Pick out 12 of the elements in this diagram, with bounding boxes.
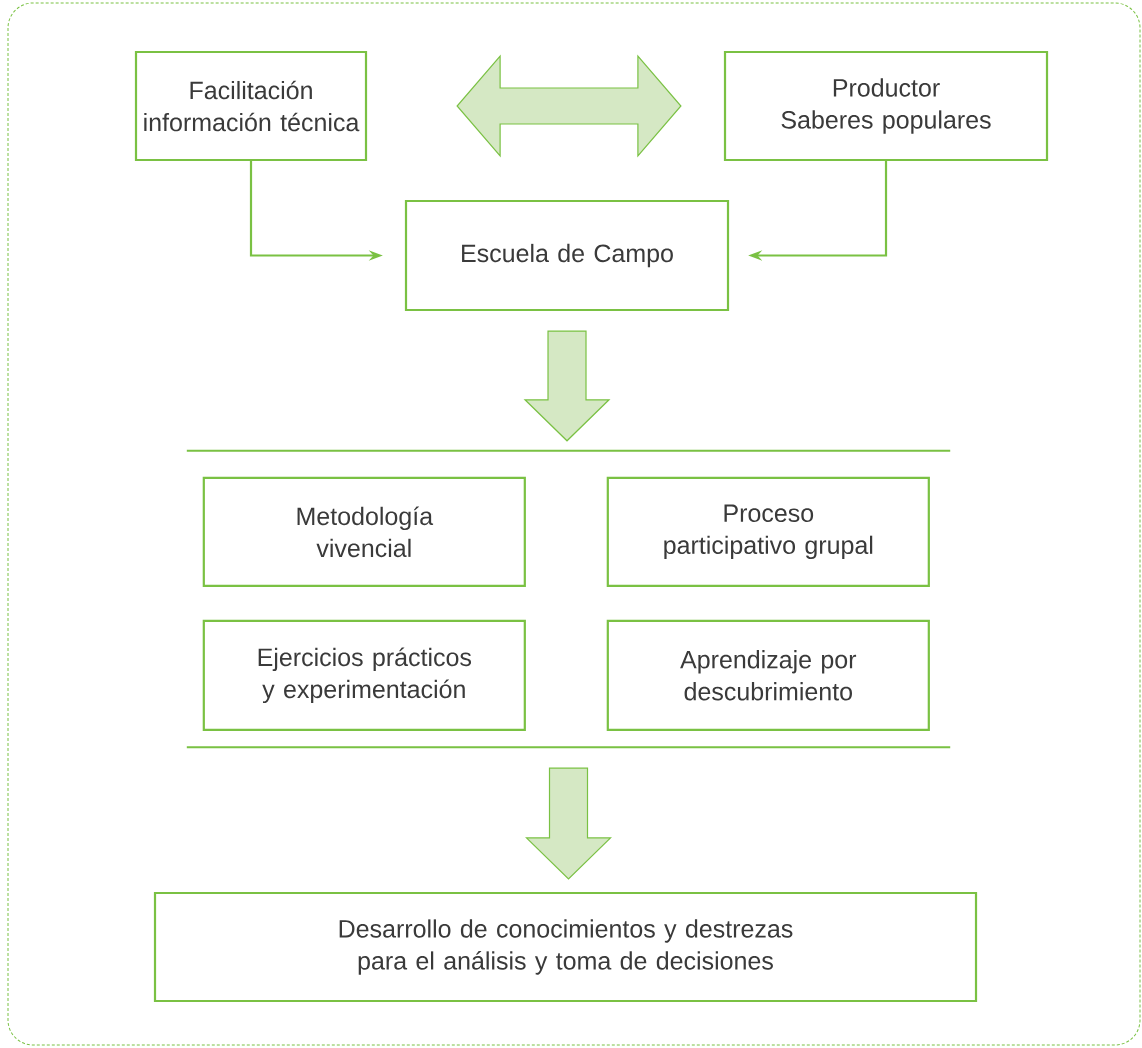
text-box: Facilitación información técnica	[134, 50, 368, 162]
text-box: Desarrollo de conocimientos y destrezas para el análisis y toma de decisiones	[153, 891, 978, 1003]
section-rules	[185, 449, 952, 749]
block-arrow	[456, 54, 682, 158]
block-arrow	[525, 767, 612, 880]
text-box: Ejercicios prácticos y experimentación	[202, 619, 526, 731]
text-box: Productor Saberes populares	[723, 50, 1049, 162]
text-box: Proceso participativo grupal	[606, 476, 930, 587]
text-box: Escuela de Campo	[404, 199, 730, 312]
block-arrow	[523, 330, 611, 442]
text-box: Aprendizaje por descubrimiento	[606, 619, 930, 731]
text-box: Metodología vivencial	[202, 476, 526, 587]
